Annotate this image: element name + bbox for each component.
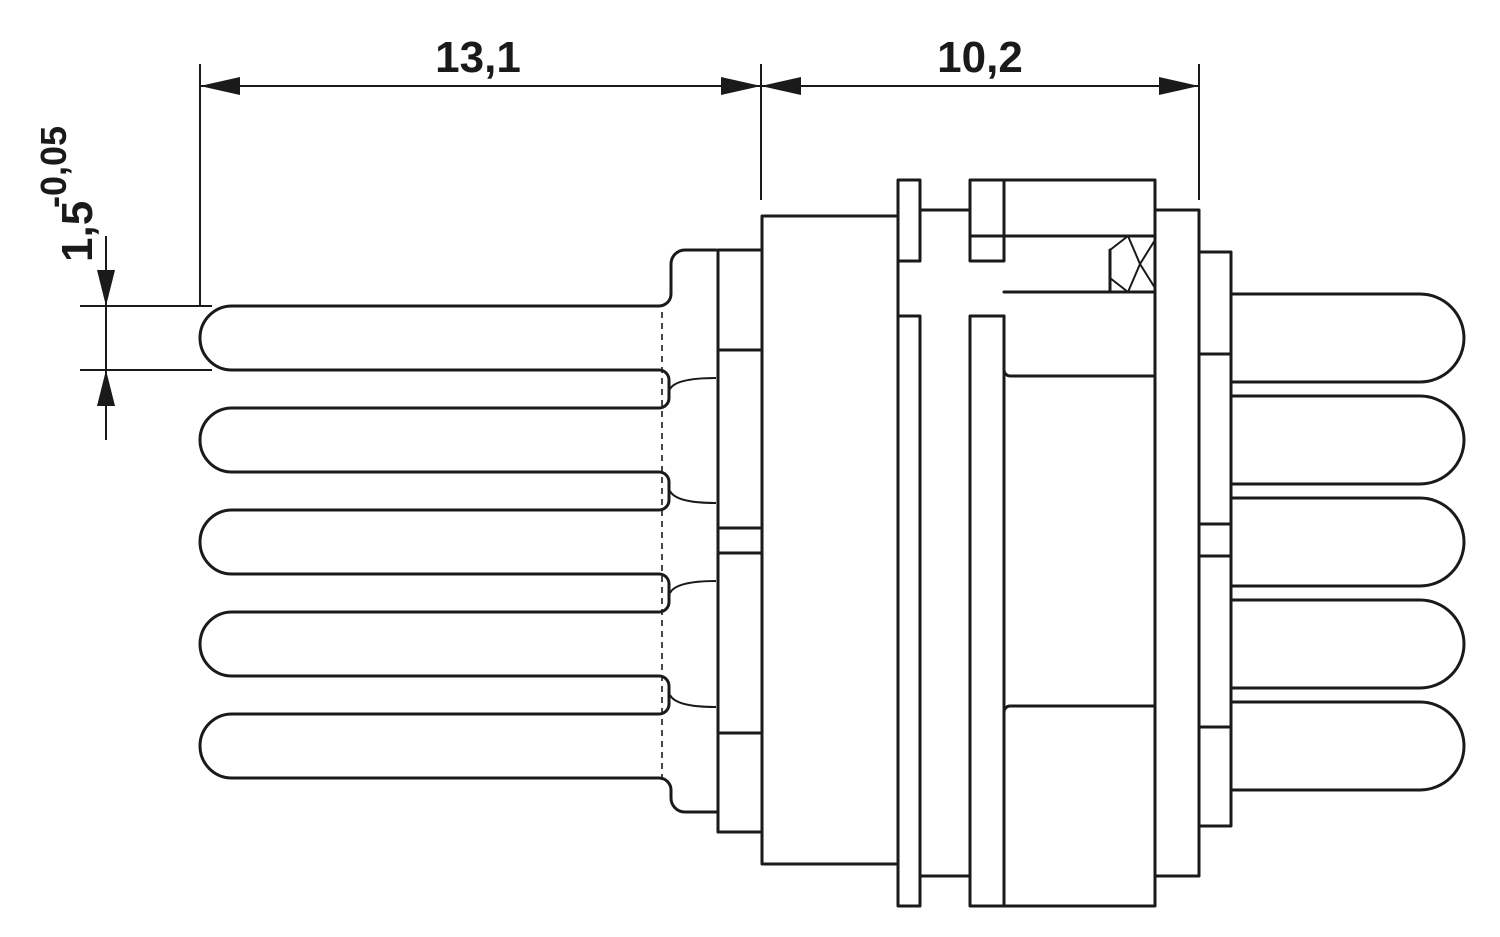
pin-length-label: 13,1: [435, 33, 521, 82]
right-pin-2: [1229, 394, 1466, 486]
left-pins-outline: [198, 248, 718, 814]
latch-hook: [1109, 235, 1156, 293]
right-pin-4: [1229, 598, 1466, 690]
right-pin-1: [1229, 292, 1466, 384]
arrowhead-right: [1159, 77, 1199, 95]
dimension-pin-width: 1,5 -0,05: [33, 126, 212, 440]
pin-width-value: 1,5: [53, 201, 102, 262]
right-pin-3: [1229, 496, 1466, 588]
front-step: [1153, 208, 1201, 878]
right-pin-5: [1229, 700, 1466, 792]
rear-housing: [716, 248, 764, 834]
body-length-label: 10,2: [937, 33, 1023, 82]
dimension-pin-length: 13,1: [199, 33, 762, 306]
connector-body: [716, 178, 1233, 908]
arrowhead-left: [761, 77, 801, 95]
main-body: [760, 214, 900, 866]
arrowhead-right: [721, 77, 761, 95]
arrowhead-down: [97, 270, 115, 306]
arrowhead-up: [97, 370, 115, 406]
front-lip: [1197, 250, 1233, 828]
arrowhead-left: [200, 77, 240, 95]
pin-width-tolerance: -0,05: [33, 126, 74, 208]
dimension-body-length: 10,2: [761, 33, 1200, 200]
front-housing: [1002, 178, 1157, 908]
collar: [968, 178, 1006, 263]
right-pins: [1229, 292, 1466, 792]
flange: [896, 178, 922, 263]
left-pins: [198, 248, 718, 814]
pin-width-label: 1,5: [53, 201, 102, 262]
